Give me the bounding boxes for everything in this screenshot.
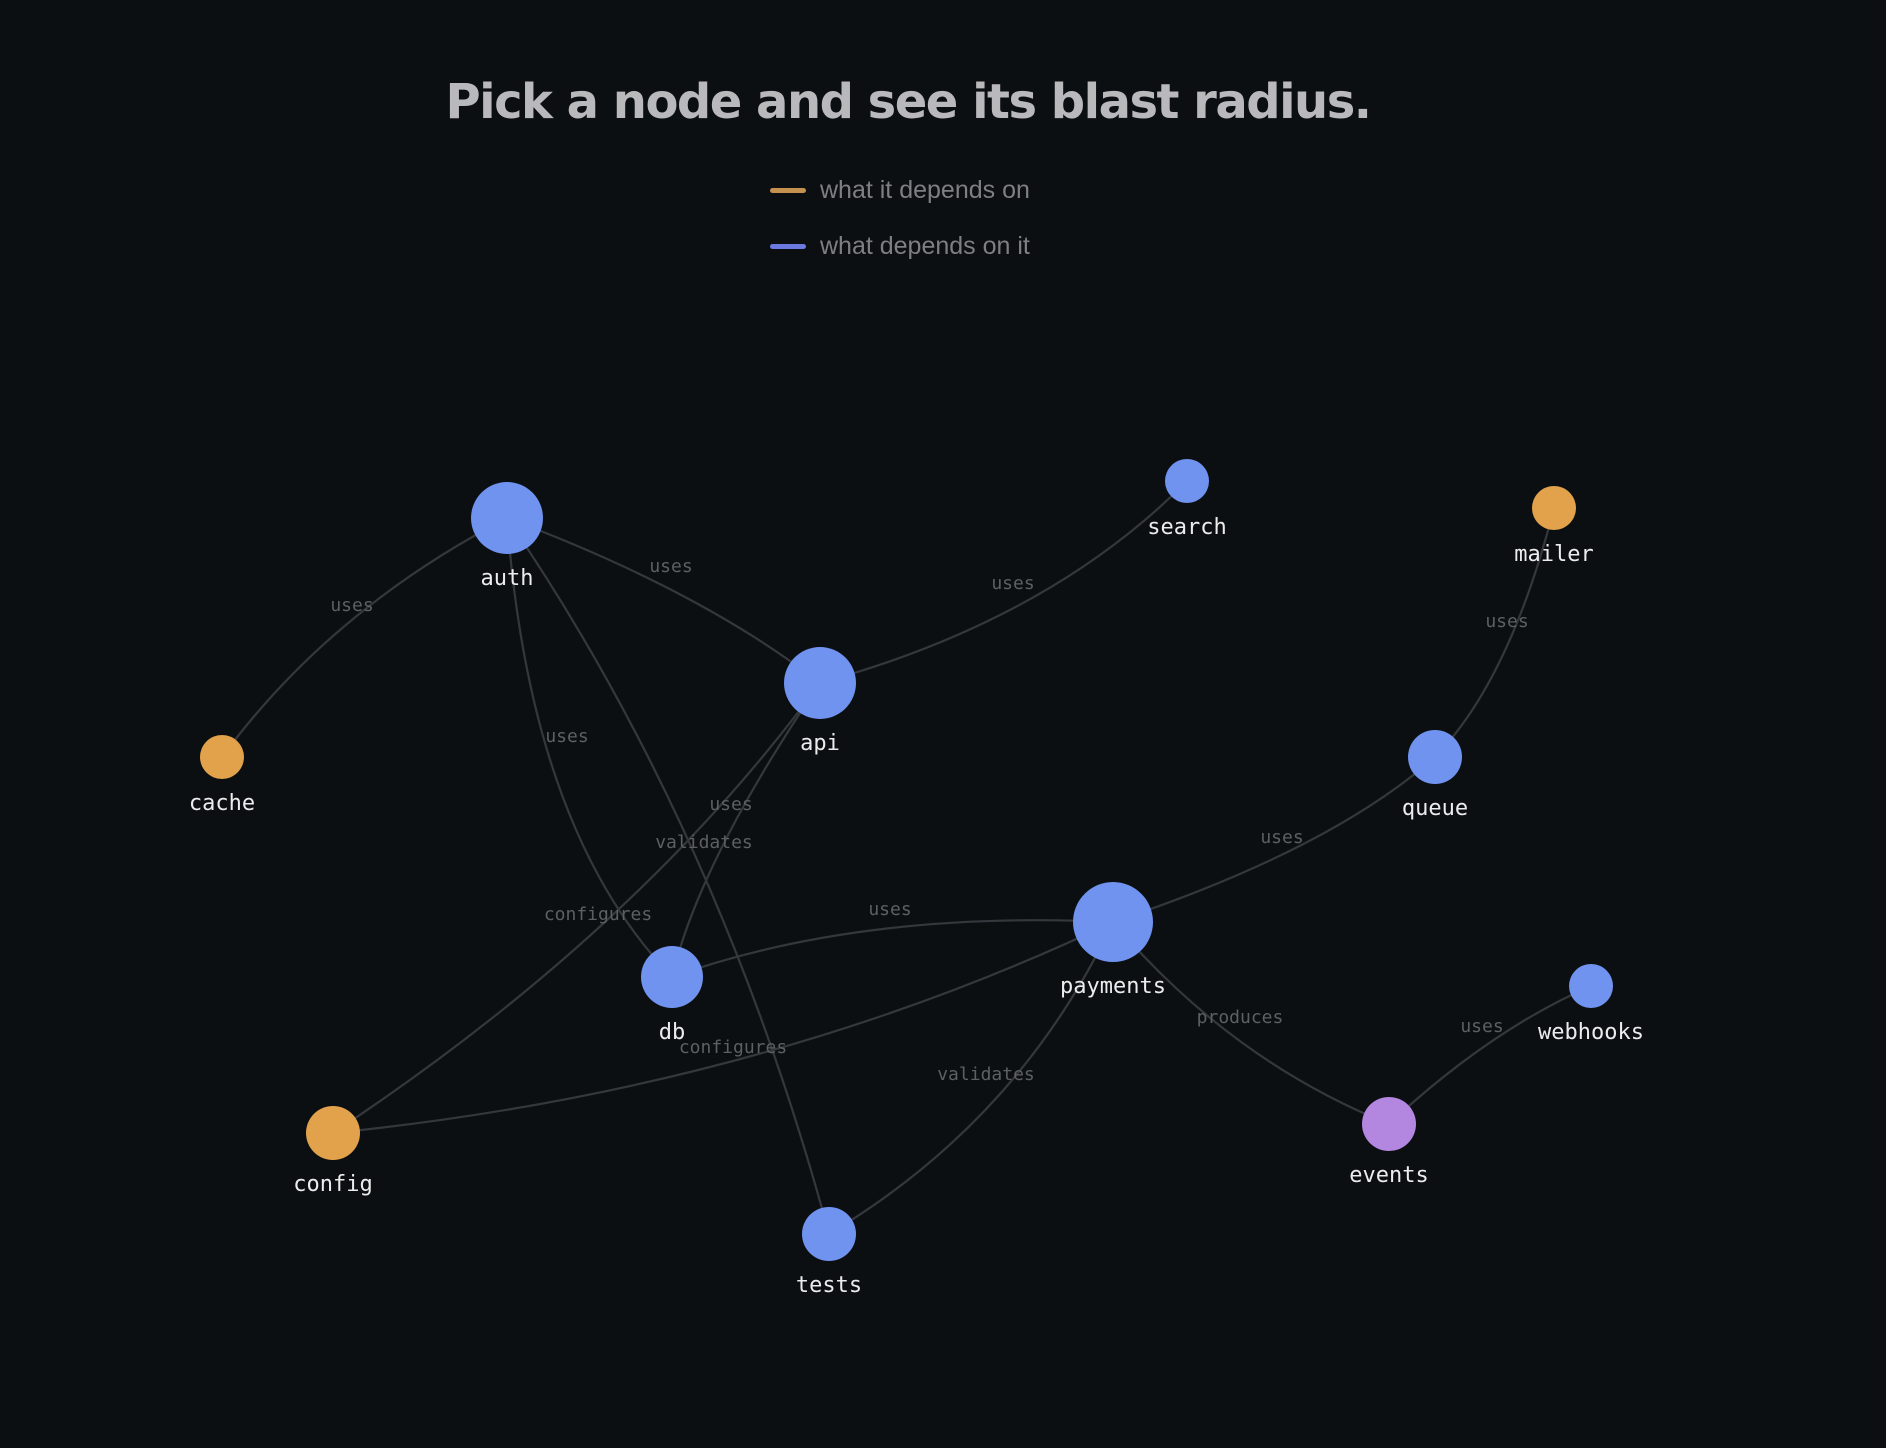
node-webhooks[interactable]: webhooks [1538, 964, 1644, 1045]
node-label-config: config [293, 1172, 372, 1197]
edges-layer [221, 480, 1592, 1235]
edge-label-tests-auth: validates [655, 832, 753, 853]
edge-label-webhooks-events: uses [1460, 1016, 1503, 1037]
node-config[interactable]: config [293, 1106, 373, 1197]
node-events[interactable]: events [1349, 1097, 1429, 1188]
node-cache[interactable]: cache [189, 735, 255, 816]
edge-label-auth-cache: uses [330, 595, 373, 616]
legend-label-dependents: what depends on it [820, 231, 1030, 260]
edge-label-queue-mailer: uses [1485, 611, 1528, 632]
legend-label-depends-on: what it depends on [820, 175, 1030, 204]
node-tests[interactable]: tests [796, 1207, 862, 1298]
legend: what it depends on what depends on it [770, 172, 1030, 284]
edge-label-tests-payments: validates [937, 1064, 1035, 1085]
node-circle-queue[interactable] [1408, 730, 1462, 784]
node-circle-mailer[interactable] [1532, 486, 1576, 530]
node-label-payments: payments [1060, 974, 1166, 999]
legend-swatch-depends-on [770, 187, 806, 193]
node-label-events: events [1349, 1163, 1428, 1188]
node-label-webhooks: webhooks [1538, 1020, 1644, 1045]
edge-label-auth-db: uses [545, 726, 588, 747]
node-circle-cache[interactable] [200, 735, 244, 779]
node-circle-payments[interactable] [1073, 882, 1153, 962]
node-label-auth: auth [481, 566, 534, 591]
node-payments[interactable]: payments [1060, 882, 1166, 999]
edge-auth-cache [221, 517, 508, 758]
node-circle-webhooks[interactable] [1569, 964, 1613, 1008]
node-auth[interactable]: auth [471, 482, 543, 591]
edge-label-api-search: uses [991, 573, 1034, 594]
node-db[interactable]: db [641, 946, 703, 1045]
node-search[interactable]: search [1147, 459, 1227, 540]
legend-item-dependents: what depends on it [770, 228, 1030, 264]
node-label-cache: cache [189, 791, 255, 816]
page-title: Pick a node and see its blast radius. [445, 74, 1372, 130]
node-queue[interactable]: queue [1402, 730, 1468, 821]
node-circle-search[interactable] [1165, 459, 1209, 503]
node-circle-config[interactable] [306, 1106, 360, 1160]
edge-label-config-payments: configures [679, 1037, 787, 1058]
node-circle-events[interactable] [1362, 1097, 1416, 1151]
edge-label-payments-db: uses [868, 899, 911, 920]
edge-tests-payments [828, 921, 1114, 1235]
node-label-api: api [800, 731, 840, 756]
edge-api-search [819, 480, 1188, 685]
edge-webhooks-events [1388, 984, 1592, 1125]
edge-label-api-db: uses [709, 794, 752, 815]
nodes-layer: auth search mailer cache api queue db payments w… [189, 459, 1644, 1298]
edge-labels-layer: uses uses uses validates uses uses configures u… [330, 556, 1528, 1085]
node-label-tests: tests [796, 1273, 862, 1298]
legend-swatch-dependents [770, 243, 806, 249]
edge-config-api [332, 682, 821, 1134]
edge-label-payments-events: produces [1197, 1007, 1284, 1028]
legend-item-depends-on: what it depends on [770, 172, 1030, 208]
node-label-queue: queue [1402, 796, 1468, 821]
edge-label-api-auth: uses [649, 556, 692, 577]
node-label-db: db [659, 1020, 686, 1045]
edge-payments-db [671, 919, 1114, 979]
node-mailer[interactable]: mailer [1514, 486, 1594, 567]
edge-payments-queue [1112, 756, 1436, 924]
edge-config-payments [332, 921, 1114, 1135]
edge-auth-db [505, 517, 673, 978]
edge-api-db [670, 682, 821, 978]
edge-tests-auth [506, 517, 831, 1235]
node-label-search: search [1147, 515, 1226, 540]
node-circle-auth[interactable] [471, 482, 543, 554]
edge-payments-events [1112, 921, 1390, 1126]
node-api[interactable]: api [784, 647, 856, 756]
node-circle-db[interactable] [641, 946, 703, 1008]
edge-api-auth [506, 516, 821, 684]
node-circle-api[interactable] [784, 647, 856, 719]
edge-label-config-api: configures [544, 904, 652, 925]
node-circle-tests[interactable] [802, 1207, 856, 1261]
edge-queue-mailer [1434, 507, 1556, 758]
node-label-mailer: mailer [1514, 542, 1593, 567]
edge-label-payments-queue: uses [1260, 827, 1303, 848]
